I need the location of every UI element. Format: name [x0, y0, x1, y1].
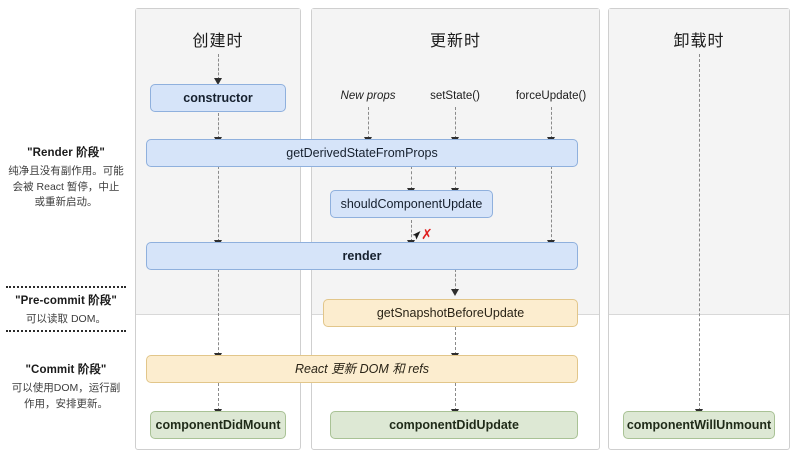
connector-set-state-to-gdsfp: [455, 107, 456, 139]
lifecycle-box-get-snapshot-before-update[interactable]: getSnapshotBeforeUpdate: [323, 299, 578, 327]
phase-title: "Pre-commit 阶段": [15, 295, 117, 307]
phase-divider-top: [6, 286, 126, 288]
connector-force-update-to-render: [551, 107, 552, 139]
connector-new-props-to-gdsfp: [368, 107, 369, 139]
skip-render-x-icon: ✗: [421, 227, 433, 243]
arrowhead: [213, 78, 222, 85]
lifecycle-box-render[interactable]: render: [146, 242, 578, 270]
cursor-pointer-icon: [412, 228, 421, 240]
phase-title: "Commit 阶段": [25, 364, 107, 376]
connector-title-to-constructor: [218, 54, 219, 80]
column-title-updating: 更新时: [429, 33, 481, 50]
lifecycle-box-should-component-update[interactable]: shouldComponentUpdate: [330, 190, 493, 218]
connector-constructor-to-gdsfp: [218, 113, 219, 139]
phase-label-commit: "Commit 阶段" 可以使用DOM，运行副作用，安排更新。: [0, 362, 132, 412]
connector-unmount: [699, 54, 700, 411]
connector-react-updates-to-did-update: [455, 383, 456, 411]
lifecycle-box-constructor[interactable]: constructor: [150, 84, 286, 112]
connector-render-to-react-updates: [218, 269, 219, 355]
phase-divider-bottom: [6, 330, 126, 332]
lifecycle-box-get-derived-state-from-props[interactable]: getDerivedStateFromProps: [146, 139, 578, 167]
phase-description: 可以使用DOM，运行副作用，安排更新。: [11, 382, 121, 410]
phase-label-render: "Render 阶段" 纯净且没有副作用。可能会被 React 暂停，中止或重新…: [0, 145, 132, 211]
lifecycle-box-component-did-update[interactable]: componentDidUpdate: [330, 411, 578, 439]
connector-snapshot-to-react-updates: [455, 327, 456, 355]
connector-scu-to-render: [411, 220, 412, 242]
connector-gdsfp-to-scu-left: [411, 166, 412, 190]
phase-label-pre-commit: "Pre-commit 阶段" 可以读取 DOM。: [0, 293, 132, 328]
connector-react-updates-to-did-mount: [218, 383, 219, 411]
phase-description: 可以读取 DOM。: [26, 313, 106, 325]
connector-gdsfp-to-render-right: [551, 166, 552, 242]
arrowhead: [450, 289, 459, 296]
lifecycle-box-component-will-unmount[interactable]: componentWillUnmount: [623, 411, 775, 439]
connector-render-to-snapshot: [455, 269, 456, 291]
connector-gdsfp-to-render: [218, 166, 219, 242]
phase-title: "Render 阶段": [27, 147, 105, 159]
lifecycle-box-react-updates-dom-and-refs[interactable]: React 更新 DOM 和 refs: [146, 355, 578, 383]
lifecycle-box-component-did-mount[interactable]: componentDidMount: [150, 411, 286, 439]
trigger-force-update: forceUpdate(): [515, 90, 587, 102]
trigger-new-props: New props: [340, 90, 396, 102]
column-title-mounting: 创建时: [192, 33, 244, 50]
connector-gdsfp-to-scu-right: [455, 166, 456, 190]
trigger-set-state: setState(): [430, 90, 480, 102]
phase-description: 纯净且没有副作用。可能会被 React 暂停，中止或重新启动。: [8, 165, 124, 208]
column-title-unmounting: 卸载时: [673, 33, 725, 50]
